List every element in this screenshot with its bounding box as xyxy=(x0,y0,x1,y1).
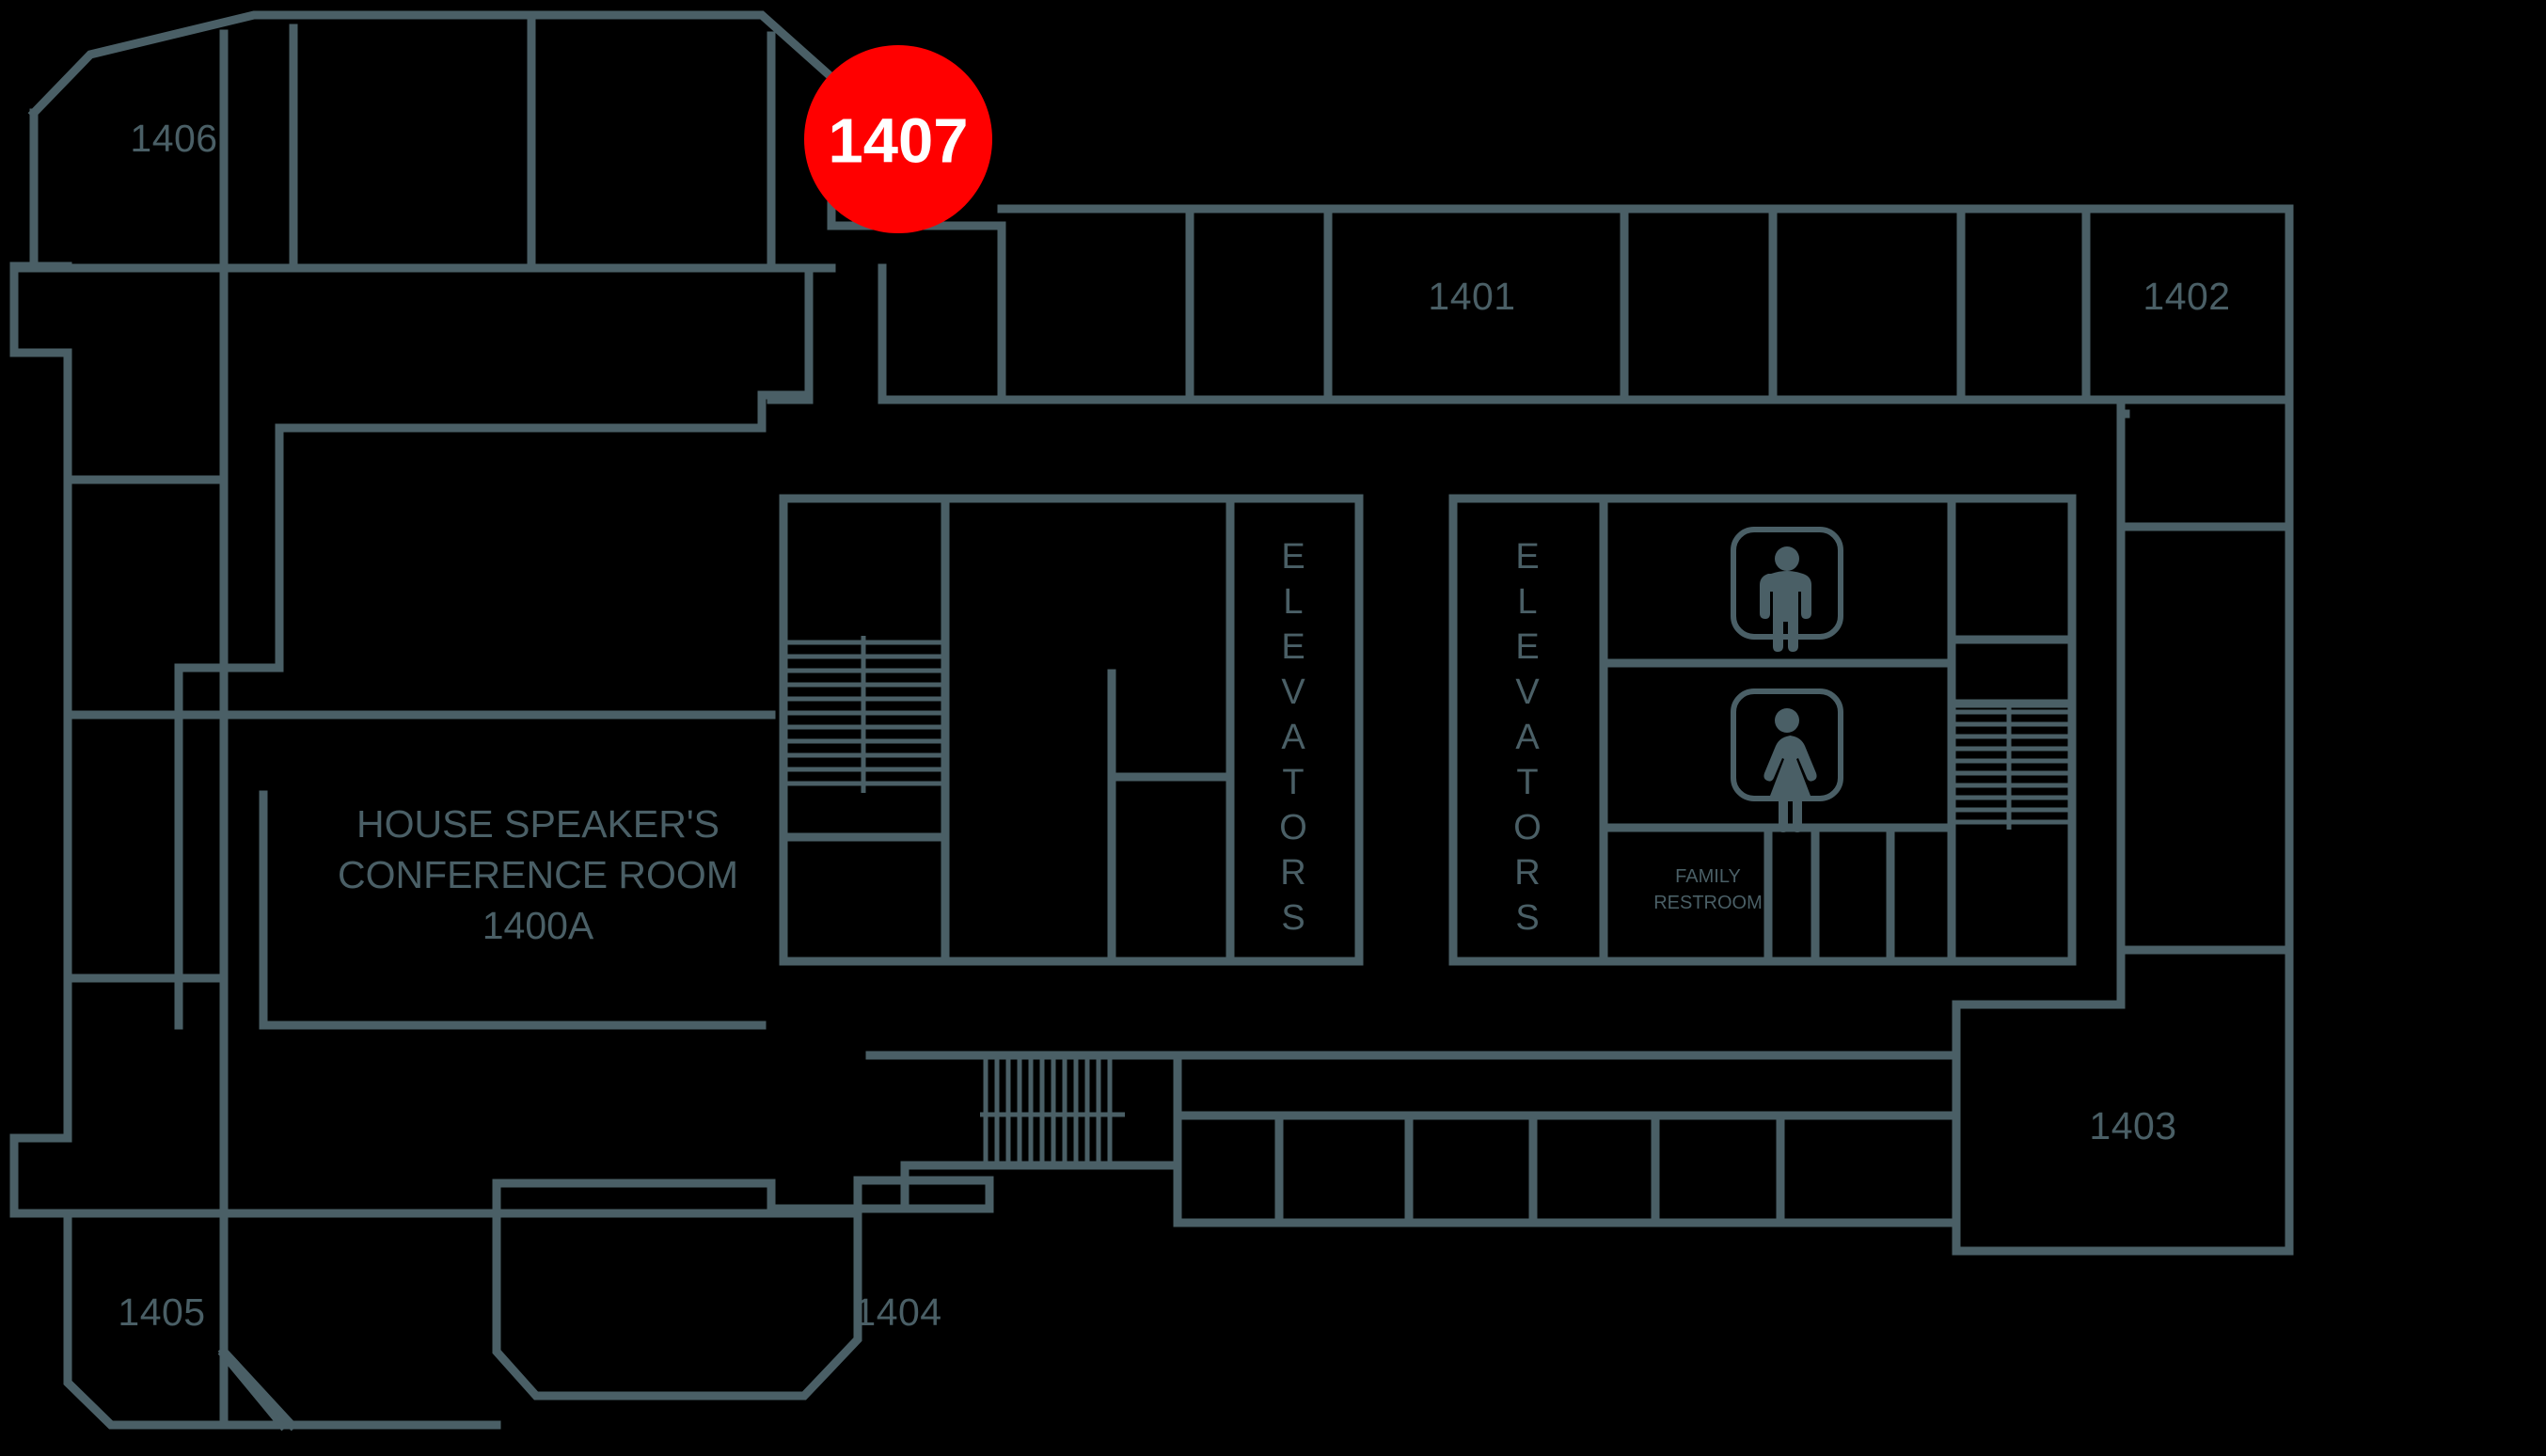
room-label-1402: 1402 xyxy=(2143,275,2230,318)
elevator-label-letter: O xyxy=(1513,808,1542,847)
elevator-label-letter: S xyxy=(1515,898,1539,938)
corridor-walls xyxy=(174,263,2130,1030)
svg-text:RESTROOM: RESTROOM xyxy=(1653,893,1763,913)
svg-text:HOUSE SPEAKER'S: HOUSE SPEAKER'S xyxy=(356,802,720,846)
south-corridor-walls xyxy=(767,1000,2126,1256)
room-label-1403: 1403 xyxy=(2089,1104,2176,1147)
stair-south xyxy=(980,1059,1125,1165)
elevator-label-letter: A xyxy=(1515,718,1540,757)
elevator-label-letter: E xyxy=(1515,627,1539,667)
room-label-1405: 1405 xyxy=(118,1290,205,1334)
room-label-1401: 1401 xyxy=(1428,275,1515,318)
conference-room-label: HOUSE SPEAKER'S CONFERENCE ROOM 1400A xyxy=(338,802,738,947)
elevator-label-letter: R xyxy=(1514,853,1540,893)
elevator-label-letter: O xyxy=(1279,808,1307,847)
central-core-walls xyxy=(941,494,2077,966)
stair-west xyxy=(783,636,945,793)
female-restroom-icon xyxy=(1731,688,1843,832)
north-wing-rooms xyxy=(997,204,2294,1256)
room-label-1404: 1404 xyxy=(854,1290,941,1334)
svg-text:FAMILY: FAMILY xyxy=(1675,866,1741,887)
elevator-label-letter: R xyxy=(1280,853,1305,893)
elevator-label-letter: T xyxy=(1516,763,1538,802)
stair-east xyxy=(1953,705,2070,830)
highlighted-room-marker[interactable]: 1407 xyxy=(804,45,992,233)
male-restroom-icon xyxy=(1731,527,1843,652)
south-wing-rooms xyxy=(9,1176,994,1432)
marker-circle[interactable] xyxy=(804,45,992,233)
elevator-label-letter: V xyxy=(1515,673,1540,712)
elevator-label-letter: E xyxy=(1281,627,1305,667)
elevator-label-letter: E xyxy=(1515,537,1539,577)
elevator-label-letter: S xyxy=(1281,898,1305,938)
svg-text:CONFERENCE ROOM: CONFERENCE ROOM xyxy=(338,853,738,896)
marker-label: 1407 xyxy=(828,106,968,177)
elevator-label-letter: A xyxy=(1281,718,1305,757)
elevator-label-letter: L xyxy=(1283,582,1303,622)
room-label-1406: 1406 xyxy=(130,117,217,160)
svg-text:1400A: 1400A xyxy=(482,904,594,947)
elevator-label-letter: L xyxy=(1517,582,1537,622)
family-restroom-label: FAMILY RESTROOM xyxy=(1653,866,1763,913)
elevator-label-letter: T xyxy=(1282,763,1304,802)
elevator-label-letter: E xyxy=(1281,537,1305,577)
elevator-label-letter: V xyxy=(1281,673,1305,712)
